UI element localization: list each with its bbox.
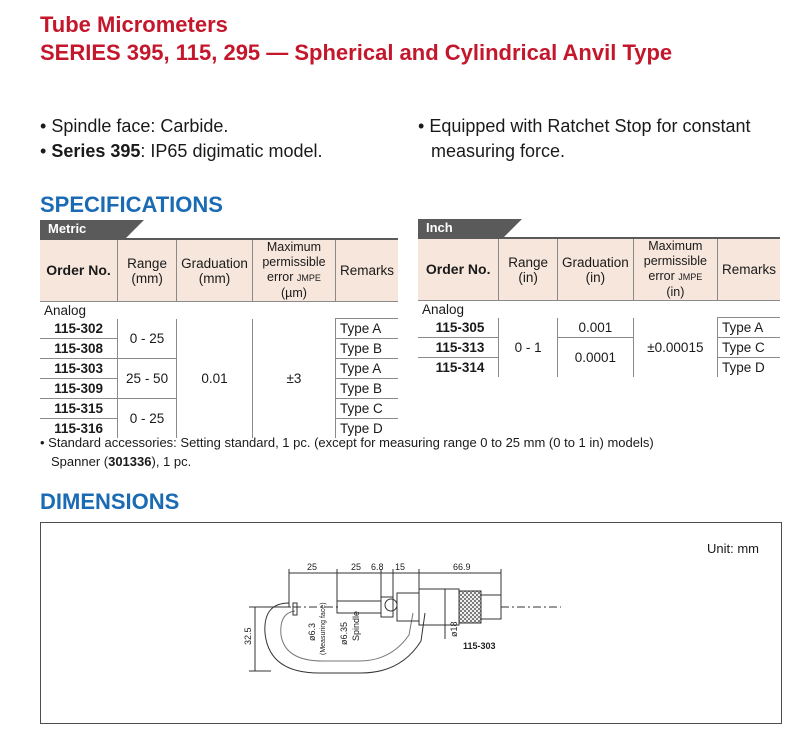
feature-item: • Series 395: IP65 digimatic model. [40,141,323,161]
remarks-cell: Type D [716,357,780,377]
dim-25a: 25 [307,562,317,572]
remarks-cell: Type A [334,318,398,339]
col-remarks: Remarks [716,239,780,301]
dimensions-heading: DIMENSIONS [40,489,180,514]
inch-spec-table: Order No. Range(in) Graduation(in) Maxim… [418,239,780,377]
accessories-note: • Standard accessories: Setting standard… [40,435,654,450]
remarks-cell: Type D [334,418,398,438]
error-cell: ±3 [251,318,336,438]
spindle-label: Spindle [351,611,361,641]
model-label: 115-303 [463,641,496,651]
range-cell: 25 - 50 [116,358,177,399]
frame-outline [264,602,426,674]
micrometer-drawing: 25 25 6.8 15 66.9 32.5 ø6.3 (Measuring f… [243,562,561,674]
dim-phi6-3: ø6.3 [307,623,317,641]
dim-6-8: 6.8 [371,562,384,572]
error-cell: ±0.00015 [632,317,718,377]
remarks-cell: Type C [334,398,398,419]
remarks-cell: Type C [716,337,780,358]
metric-tab: Metric [40,220,144,238]
order-no: 115-309 [40,378,118,399]
dim-25b: 25 [351,562,361,572]
thimble [418,588,460,626]
specifications-heading: SPECIFICATIONS [40,192,223,217]
order-no: 115-313 [418,337,499,358]
divider [40,238,398,240]
order-no: 115-302 [54,320,103,336]
page-subtitle: SERIES 395, 115, 295 — Spherical and Cyl… [40,40,673,65]
col-remarks: Remarks [334,240,398,302]
inch-tab: Inch [418,219,522,237]
group-label: Analog [44,302,87,318]
remarks-cell: Type B [334,338,398,359]
order-no: 115-316 [40,418,118,438]
remarks-cell: Type B [334,378,398,399]
feature-item: • Spindle face: Carbide. [40,116,229,136]
range-cell: 0 - 25 [116,318,177,359]
col-graduation: Graduation(in) [556,239,634,301]
col-range: Range(mm) [116,240,177,302]
ratchet [480,594,502,620]
lock-lever [384,598,398,612]
dim-phi6-35: ø6.35 [339,622,349,645]
unit-label: Unit: mm [707,541,759,556]
remarks-cell: Type A [716,317,780,338]
accessories-note-2: Spanner (301336), 1 pc. [51,454,192,469]
order-no: 115-314 [418,357,499,377]
col-graduation: Graduation(mm) [176,240,253,302]
dim-66-9: 66.9 [453,562,471,572]
col-order-no: Order No. [40,240,118,302]
col-range: Range(in) [498,239,558,301]
graduation-cell: 0.001 [556,317,634,338]
graduation-cell: 0.01 [176,318,253,438]
measuring-face-label: (Measuring face) [320,602,327,655]
col-order-no: Order No. [418,239,499,301]
order-no: 115-303 [40,358,118,379]
graduation-cell: 0.0001 [556,337,634,377]
feature-item: • Equipped with Ratchet Stop for constan… [418,116,751,161]
remarks-cell: Type A [334,358,398,379]
range-cell: 0 - 1 [498,317,558,377]
range-cell: 0 - 25 [116,398,177,438]
dim-15: 15 [395,562,405,572]
page-title: Tube Micrometers [40,12,228,37]
group-label: Analog [422,301,465,317]
dimensions-drawing-box: Unit: mm [40,522,782,724]
anvil [292,602,298,616]
order-no: 115-305 [435,319,485,335]
order-no: 115-308 [40,338,118,359]
dim-phi18: ø18 [449,621,459,637]
order-no: 115-315 [40,398,118,419]
metric-spec-table: Order No. Range(mm) Graduation(mm) Maxim… [40,240,398,438]
divider [418,237,780,239]
dim-32-5: 32.5 [243,627,253,645]
